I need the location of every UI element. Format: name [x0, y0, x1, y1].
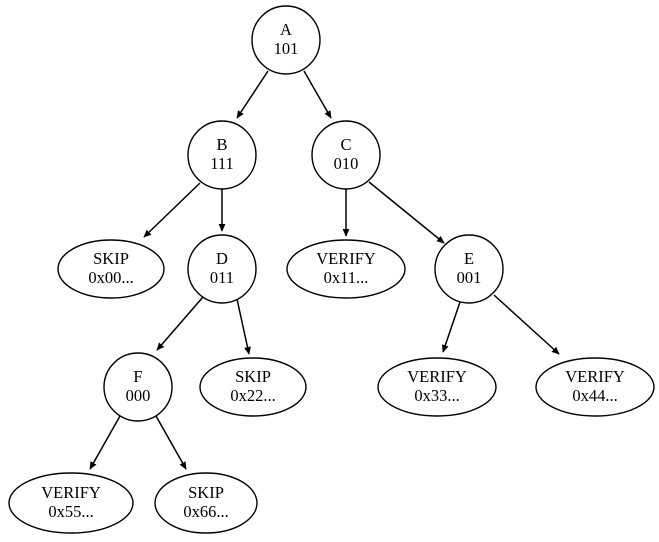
- node-label-secondary: 000: [126, 386, 151, 405]
- node-label-primary: SKIP: [188, 483, 224, 502]
- node-shape-circle: [103, 352, 173, 422]
- node-label-secondary: 0x11...: [324, 268, 369, 287]
- node-shape-circle: [187, 234, 257, 304]
- node-label-primary: C: [340, 135, 351, 154]
- node-v3[interactable]: VERIFY0x33...: [377, 357, 497, 417]
- node-label-primary: VERIFY: [316, 249, 376, 268]
- node-label-secondary: 011: [210, 268, 234, 287]
- node-label-primary: VERIFY: [41, 483, 101, 502]
- node-v4[interactable]: VERIFY0x44...: [535, 357, 655, 417]
- node-label-primary: B: [216, 135, 227, 154]
- edge-line: [303, 70, 332, 119]
- edge-e-to-v4: [493, 294, 560, 355]
- node-label-primary: E: [464, 249, 474, 268]
- node-label-secondary: 001: [457, 268, 482, 287]
- node-shape-ellipse: [199, 357, 307, 417]
- node-label-primary: VERIFY: [407, 367, 467, 386]
- node-label-secondary: 0x66...: [183, 502, 228, 521]
- node-shape-circle: [251, 5, 321, 75]
- node-s6[interactable]: SKIP0x66...: [154, 472, 258, 534]
- node-label-secondary: 0x55...: [48, 502, 93, 521]
- node-shape-circle: [434, 234, 504, 304]
- node-label-secondary: 0x22...: [230, 386, 275, 405]
- node-label-secondary: 101: [274, 39, 299, 58]
- node-s0[interactable]: SKIP0x00...: [57, 239, 165, 299]
- edges-layer: [89, 70, 560, 470]
- edge-line: [156, 296, 204, 351]
- node-shape-ellipse: [286, 239, 406, 299]
- nodes-layer: A101B111C010SKIP0x00...D011VERIFY0x11...…: [8, 5, 655, 534]
- edge-f-to-v5: [89, 415, 121, 470]
- edge-line: [155, 415, 187, 470]
- edge-line: [493, 294, 560, 355]
- node-label-secondary: 0x44...: [572, 386, 617, 405]
- edge-a-to-c: [303, 70, 332, 119]
- node-label-primary: SKIP: [93, 249, 129, 268]
- node-label-primary: D: [216, 249, 228, 268]
- node-shape-ellipse: [154, 472, 258, 534]
- node-label-primary: VERIFY: [565, 367, 625, 386]
- node-shape-ellipse: [8, 472, 134, 534]
- edge-line: [143, 182, 201, 238]
- node-s2[interactable]: SKIP0x22...: [199, 357, 307, 417]
- edge-d-to-f: [156, 296, 204, 351]
- node-v1[interactable]: VERIFY0x11...: [286, 239, 406, 299]
- node-shape-ellipse: [377, 357, 497, 417]
- node-label-secondary: 0x00...: [88, 268, 133, 287]
- edge-line: [368, 181, 445, 244]
- node-label-primary: F: [133, 367, 142, 386]
- node-label-secondary: 111: [210, 154, 234, 173]
- edge-f-to-s6: [155, 415, 187, 470]
- edge-line: [236, 298, 251, 355]
- edge-c-to-e: [368, 181, 445, 244]
- node-label-secondary: 010: [334, 154, 359, 173]
- node-label-primary: SKIP: [235, 367, 271, 386]
- node-shape-circle: [187, 120, 257, 190]
- node-label-primary: A: [280, 20, 292, 39]
- edge-line: [236, 70, 269, 119]
- node-shape-ellipse: [57, 239, 165, 299]
- node-shape-circle: [311, 120, 381, 190]
- node-v5[interactable]: VERIFY0x55...: [8, 472, 134, 534]
- edge-d-to-s2: [236, 298, 251, 355]
- edge-b-to-s0: [143, 182, 201, 238]
- node-shape-ellipse: [535, 357, 655, 417]
- edge-line: [442, 301, 461, 353]
- edge-line: [89, 415, 121, 470]
- node-label-secondary: 0x33...: [414, 386, 459, 405]
- edge-a-to-b: [236, 70, 269, 119]
- edge-e-to-v3: [442, 301, 461, 353]
